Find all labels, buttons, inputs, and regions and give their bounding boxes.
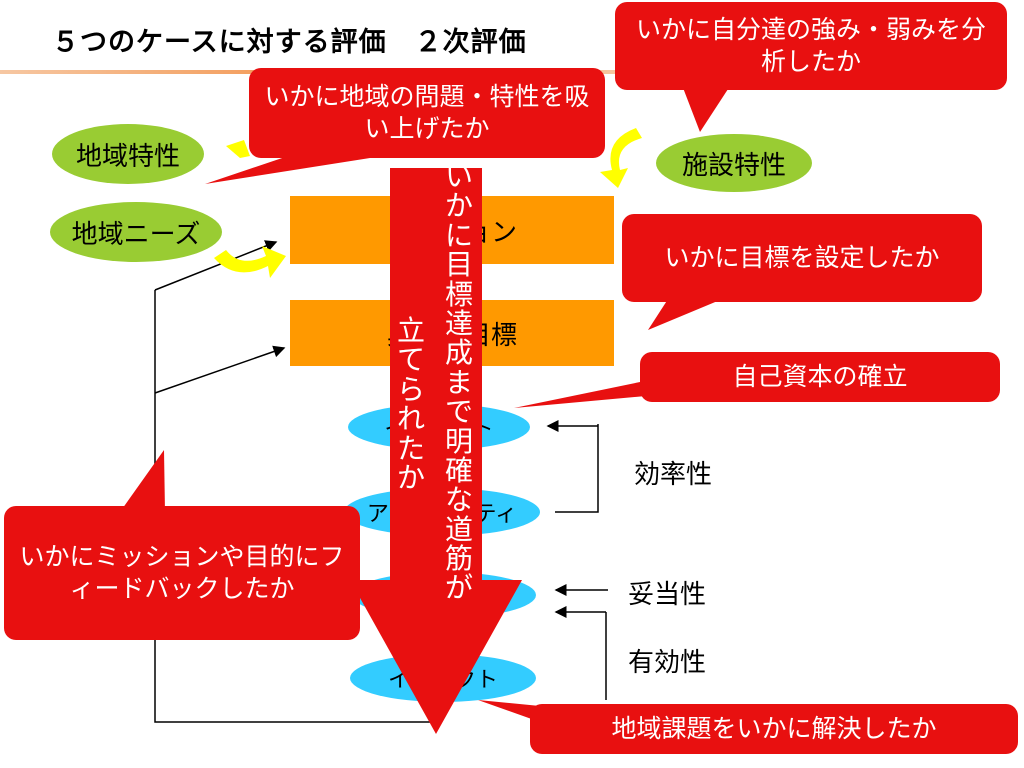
yellow-arrow-left-top xyxy=(226,140,250,158)
callout-tail-goal xyxy=(648,296,720,330)
callout-tail-regional xyxy=(205,152,370,184)
big-red-down-arrow xyxy=(350,168,522,734)
arrow-text-line1: いかに目標達成まで明確な道筋が xyxy=(444,160,473,605)
yellow-arrow-needs xyxy=(214,246,286,278)
callout-goal-setting: いかに目標を設定したか xyxy=(622,214,982,302)
callout-solve-issues: 地域課題をいかに解決したか xyxy=(530,704,1018,754)
feedback-arrow-to-goal xyxy=(154,345,286,394)
callout-tail-feedback xyxy=(120,450,165,512)
regional-characteristics-oval: 地域特性 xyxy=(52,124,204,184)
callout-tail-solve xyxy=(478,700,540,722)
efficiency-label: 効率性 xyxy=(634,460,713,490)
callout-feedback: いかにミッションや目的にフィードバックしたか xyxy=(4,506,360,640)
callout-tail-equity xyxy=(514,382,646,408)
callout-equity: 自己資本の確立 xyxy=(640,352,1000,402)
callout-regional-issues: いかに地域の問題・特性を吸い上げたか xyxy=(249,68,605,158)
regional-needs-oval: 地域ニーズ xyxy=(50,202,222,262)
efficiency-bracket xyxy=(555,424,599,513)
callout-tail-strengths xyxy=(680,80,730,132)
validity-label: 妥当性 xyxy=(628,580,707,610)
feedback-arrow-to-mission xyxy=(154,240,278,291)
feedback-loop-line xyxy=(154,290,438,723)
page-title: ５つのケースに対する評価 ２次評価 xyxy=(52,27,527,58)
yellow-arrow-right-top xyxy=(600,128,642,188)
effectiveness-label: 有効性 xyxy=(628,648,707,678)
arrow-text-line2: 立てられたか xyxy=(396,314,425,494)
facility-characteristics-oval: 施設特性 xyxy=(656,134,812,192)
callout-strengths: いかに自分達の強み・弱みを分析したか xyxy=(615,2,1007,90)
